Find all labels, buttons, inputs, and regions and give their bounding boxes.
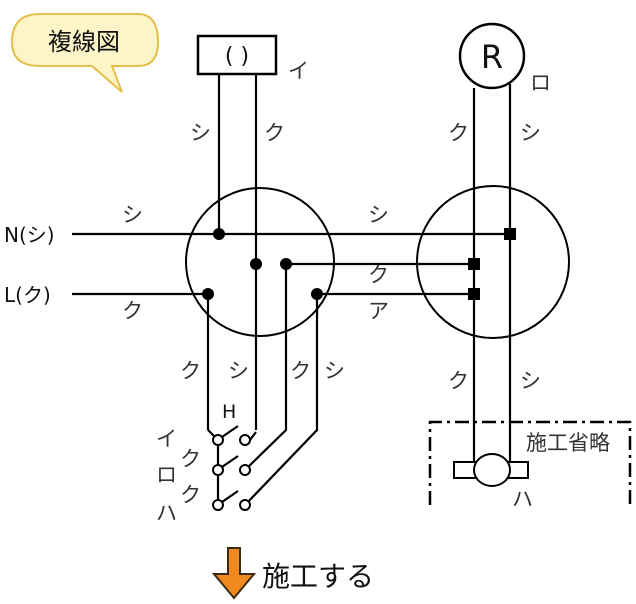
wire-label: シ xyxy=(368,203,389,227)
action-label: 施工する xyxy=(262,560,374,593)
receptacle-tag: ハ xyxy=(512,487,533,511)
wire-label: ク xyxy=(448,369,469,393)
junction-box-right xyxy=(416,185,570,339)
wire-label: シ xyxy=(520,121,541,145)
switch-label-1: ク xyxy=(180,447,201,471)
wire-label: ク xyxy=(122,299,143,323)
box-tag: イ xyxy=(288,59,309,83)
switch-h-label: H xyxy=(222,401,236,423)
down-arrow-icon xyxy=(211,547,257,600)
wire-label: ク xyxy=(290,359,311,383)
wire-label: シ xyxy=(190,121,211,145)
junction-dot xyxy=(250,258,262,270)
junction-dot xyxy=(213,228,225,240)
wire-label: ク xyxy=(264,121,285,145)
title-callout: 複線図 xyxy=(10,13,160,93)
callout-shape xyxy=(10,13,160,93)
connector-square xyxy=(468,258,480,270)
junction-dot xyxy=(311,288,323,300)
wire-switch-2 xyxy=(244,264,288,471)
wire-label: ク xyxy=(368,263,389,287)
wire-label: ア xyxy=(368,299,389,323)
wire-label: シ xyxy=(122,203,143,227)
switch-label-2: ロ xyxy=(156,463,177,487)
omitted-area-box xyxy=(428,420,632,505)
wire-label: シ xyxy=(228,359,249,383)
connector-square xyxy=(468,288,480,300)
switch-group xyxy=(212,425,257,511)
junction-dot xyxy=(202,288,214,300)
lamp-tag: ロ xyxy=(530,71,551,95)
switch-label-3: ク xyxy=(180,483,201,507)
lamp-circle xyxy=(458,22,526,90)
wire-switch-3 xyxy=(244,294,319,506)
lamp-symbol: R xyxy=(481,38,503,76)
wire-label: シ xyxy=(324,359,345,383)
connector-square xyxy=(504,228,516,240)
omitted-label: 施工省略 xyxy=(526,431,610,455)
switch-label-4: ハ xyxy=(156,501,177,525)
junction-dot xyxy=(280,258,292,270)
switch-label-0: イ xyxy=(156,427,177,451)
box-label: ( ) xyxy=(225,44,249,69)
wire-label: ク xyxy=(180,359,201,383)
receptacle-body xyxy=(473,453,511,487)
line-n-label: N(シ) xyxy=(4,223,55,247)
wire-label: ク xyxy=(448,121,469,145)
outlet-box xyxy=(196,34,278,76)
title-text: 複線図 xyxy=(48,28,120,56)
line-l-label: L(ク) xyxy=(4,283,51,307)
wire-label: シ xyxy=(520,369,541,393)
